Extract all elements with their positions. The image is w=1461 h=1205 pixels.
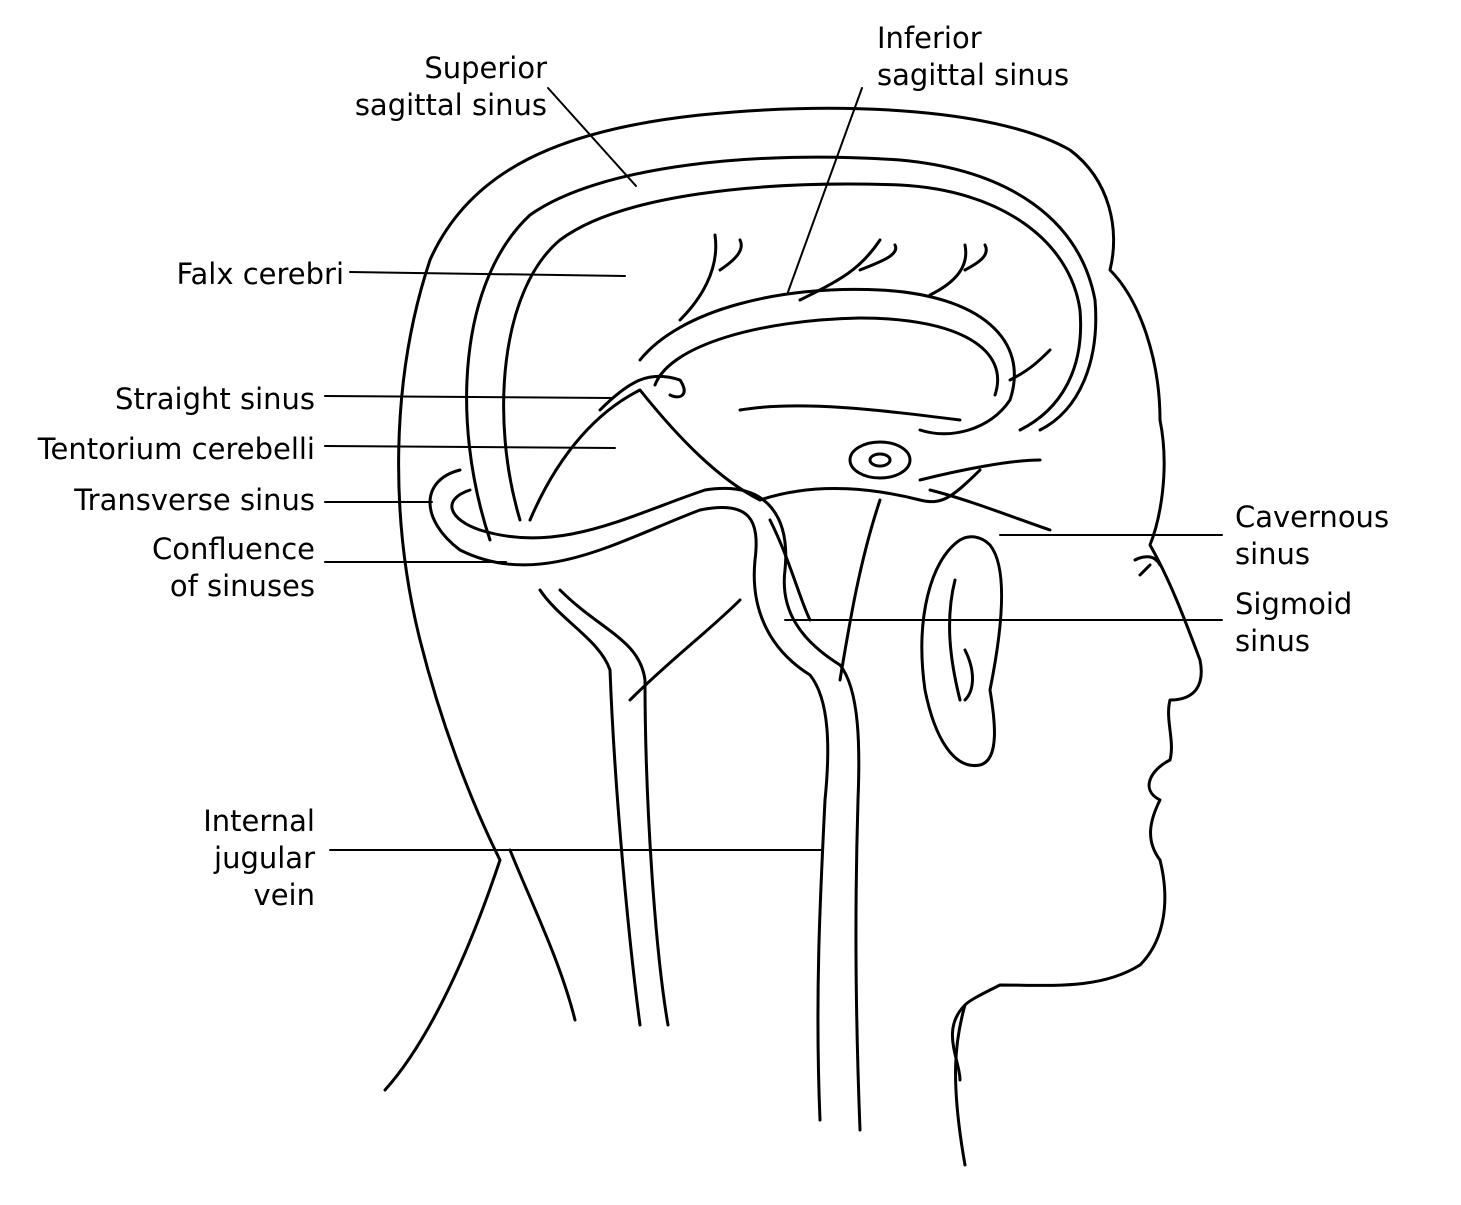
tentorium — [528, 388, 762, 522]
label-line: sagittal sinus — [877, 58, 1070, 92]
label-superior-sagittal-sinus: Superior sagittal sinus — [355, 50, 547, 124]
transverse-sinus-vessel — [428, 468, 830, 1122]
label-straight-sinus: Straight sinus — [115, 382, 315, 416]
ear — [920, 535, 1003, 768]
label-falx-cerebri: Falx cerebri — [176, 257, 344, 291]
skull-outline — [465, 155, 1098, 542]
label-line: sinus — [1235, 624, 1311, 658]
label-cavernous-sinus: Cavernous sinus — [1235, 499, 1389, 573]
head-outline — [383, 106, 1203, 1167]
jaw-line — [950, 1003, 967, 1082]
label-transverse-sinus: Transverse sinus — [74, 483, 315, 517]
label-line: Superior — [424, 51, 547, 85]
inferior-sagittal-sinus-vessel — [638, 287, 1016, 436]
neck-back — [508, 848, 577, 1022]
label-tentorium-cerebelli: Tentorium cerebelli — [37, 432, 315, 466]
jugular-back — [538, 588, 642, 1027]
cavernous-sinus-shape — [848, 440, 912, 480]
label-line: Internal — [203, 804, 315, 838]
leader-lines — [324, 87, 1223, 851]
label-line: Confluence — [151, 532, 315, 566]
label-inferior-sagittal-sinus: Inferior sagittal sinus — [877, 20, 1069, 94]
straight-sinus-vessel — [598, 374, 686, 412]
label-line: Inferior — [877, 21, 982, 55]
label-line: Cavernous — [1235, 500, 1390, 534]
label-line: sagittal sinus — [354, 88, 547, 122]
label-line: jugular — [214, 841, 315, 875]
label-line: vein — [253, 878, 315, 912]
label-internal-jugular-vein: Internal jugular vein — [203, 803, 315, 914]
label-sigmoid-sinus: Sigmoid sinus — [1235, 586, 1352, 660]
dura-inner — [502, 182, 1083, 522]
label-confluence-of-sinuses: Confluence of sinuses — [152, 531, 315, 605]
label-line: of sinuses — [169, 569, 315, 603]
label-line: sinus — [1235, 537, 1311, 571]
label-line: Sigmoid — [1235, 587, 1353, 621]
